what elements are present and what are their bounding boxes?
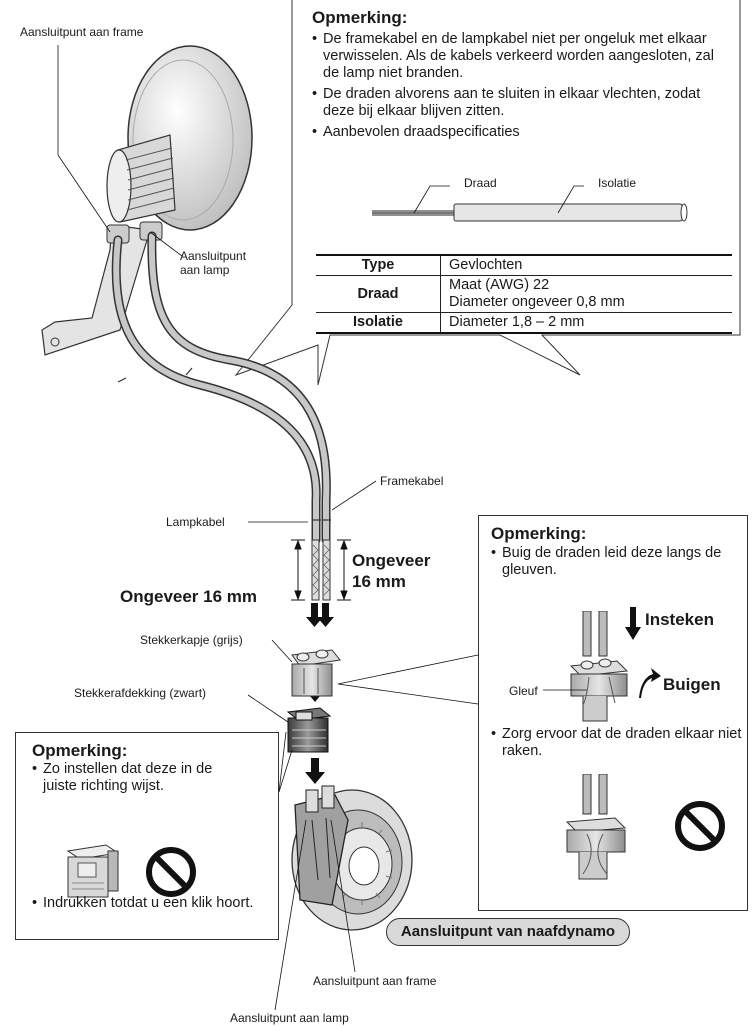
note-left-title: Opmerking: [32, 741, 128, 760]
wire-spec-table: Type Gevlochten Draad Maat (AWG) 22 Diam… [316, 254, 732, 334]
length-label-right-line2: 16 mm [352, 572, 406, 591]
table-row: Type Gevlochten [316, 254, 732, 276]
prohibited-icon [675, 801, 725, 851]
prohibited-icon [146, 847, 196, 897]
length-label-left: Ongeveer 16 mm [120, 587, 258, 606]
connector-insert-illustration [569, 611, 629, 722]
plug-cover-wrong-illustration [66, 844, 120, 898]
hub-connector-badge: Aansluitpunt van naafdynamo [386, 918, 630, 946]
bend-arrow-icon [639, 668, 661, 698]
frame-connector-label: Aansluitpunt aan frame [20, 25, 144, 39]
note-right-bullet-2: Zorg ervoor dat de draden elkaar niet ra… [491, 726, 750, 760]
lamp-cable-label: Lampkabel [166, 515, 225, 529]
spec-key: Type [316, 254, 441, 276]
plug-cover-label: Stekkerafdekking (zwart) [74, 686, 207, 700]
plug-cover-illustration [286, 707, 332, 753]
arrow-down-icon [625, 607, 641, 640]
table-row: Draad Maat (AWG) 22 Diameter ongeveer 0,… [316, 275, 732, 313]
note-top: Opmerking: De framekabel en de lampkabel… [302, 2, 738, 334]
length-label-right-line1: Ongeveer [352, 551, 431, 570]
insert-label: Insteken [645, 610, 714, 629]
note-right: Opmerking: Buig de draden leid deze lang… [478, 515, 748, 911]
lamp-connector-label-line2: aan lamp [180, 263, 230, 277]
frame-cable-label: Framekabel [380, 474, 444, 488]
note-right-bullet-1: Buig de draden leid deze langs de gleuve… [491, 545, 750, 579]
note-left-bullet-1: Zo instellen dat deze in de juiste richt… [32, 761, 243, 795]
note-top-bullet-2: De draden alvorens aan te sluiten in elk… [312, 86, 730, 120]
spec-key: Draad [316, 275, 441, 313]
spec-key: Isolatie [316, 312, 441, 334]
spec-value: Gevlochten [440, 254, 732, 276]
plug-cap-label: Stekkerkapje (grijs) [140, 633, 243, 647]
slot-leader-line [543, 689, 587, 691]
note-top-title: Opmerking: [312, 8, 408, 27]
lamp-connector-bottom-label: Aansluitpunt aan lamp [230, 1011, 349, 1025]
lamp-connector-label: Aansluitpunt aan lamp [180, 249, 246, 277]
note-top-bullet-3: Aanbevolen draadspecificaties [312, 124, 730, 141]
connector-wrong-illustration [565, 774, 627, 880]
frame-connector-bottom-label: Aansluitpunt aan frame [313, 974, 437, 988]
wire-label-draad: Draad [464, 176, 497, 190]
spec-value: Diameter 1,8 – 2 mm [440, 312, 732, 334]
lamp-connector-label-line1: Aansluitpunt [180, 249, 247, 263]
wire-cross-section-illustration [372, 185, 688, 222]
wire-label-isolatie: Isolatie [598, 176, 637, 190]
slot-label: Gleuf [509, 684, 538, 698]
note-left-bullet-2: Indrukken totdat u een klik hoort. [32, 895, 273, 912]
bend-label: Buigen [663, 675, 721, 694]
spec-value: Maat (AWG) 22 Diameter ongeveer 0,8 mm [440, 275, 732, 313]
table-row: Isolatie Diameter 1,8 – 2 mm [316, 312, 732, 334]
lamp-illustration [41, 45, 253, 356]
note-top-bullet-1: De framekabel en de lampkabel niet per o… [312, 31, 730, 82]
hub-dynamo-illustration [291, 785, 413, 931]
plug-cap-illustration [291, 649, 341, 697]
length-label-right: Ongeveer 16 mm [352, 550, 430, 592]
note-right-title: Opmerking: [491, 524, 587, 543]
note-left: Opmerking: Zo instellen dat deze in de j… [15, 732, 279, 940]
